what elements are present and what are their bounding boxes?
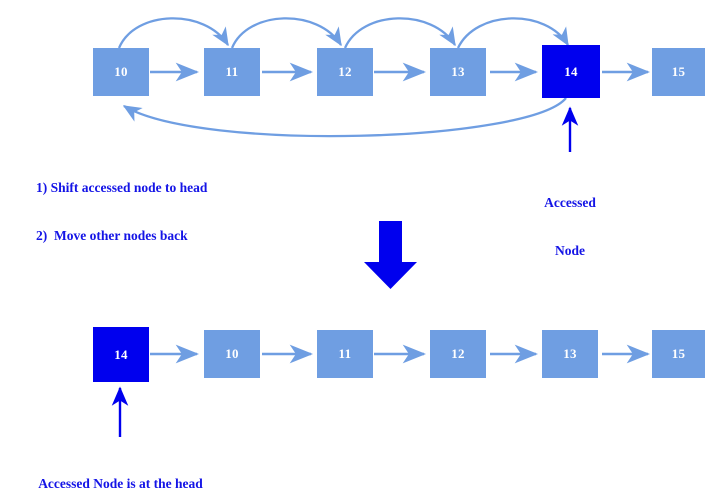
move-to-front-curve	[122, 97, 567, 138]
node-bottom-5[interactable]: 15	[652, 330, 705, 378]
result-caption: Accessed Node is at the head of the list	[18, 444, 223, 503]
node-top-2[interactable]: 12	[317, 48, 373, 96]
node-label: 14	[564, 63, 578, 79]
shift-back-curves	[117, 17, 569, 49]
node-label: 10	[225, 346, 239, 361]
node-top-4-accessed[interactable]: 14	[542, 45, 600, 98]
node-label: 13	[563, 346, 577, 361]
steps-caption: 1) Shift accessed node to head 2) Move o…	[36, 148, 266, 276]
node-top-3[interactable]: 13	[430, 48, 486, 96]
node-top-0[interactable]: 10	[93, 48, 149, 96]
transition-down-arrow	[364, 221, 417, 289]
accessed-node-caption: Accessed Node	[520, 163, 620, 291]
node-label: 11	[338, 346, 352, 361]
result-caption-line-1: Accessed Node is at the head	[38, 476, 203, 491]
node-label: 12	[451, 346, 465, 361]
node-bottom-4[interactable]: 13	[542, 330, 598, 378]
steps-caption-line-2: 2) Move other nodes back	[36, 228, 188, 243]
node-bottom-2[interactable]: 11	[317, 330, 373, 378]
node-label: 15	[671, 64, 686, 79]
node-label: 13	[451, 64, 465, 79]
node-label: 12	[338, 64, 352, 79]
accessed-node-caption-line-1: Accessed	[544, 195, 596, 210]
node-label: 15	[671, 346, 686, 361]
node-top-1[interactable]: 11	[204, 48, 260, 96]
node-bottom-3[interactable]: 12	[430, 330, 486, 378]
node-top-5[interactable]: 15	[652, 48, 705, 96]
node-label: 11	[225, 64, 239, 79]
steps-caption-line-1: 1) Shift accessed node to head	[36, 180, 208, 195]
node-bottom-1[interactable]: 10	[204, 330, 260, 378]
accessed-node-caption-line-2: Node	[555, 243, 585, 258]
node-bottom-0-accessed[interactable]: 14	[93, 327, 149, 382]
node-label: 10	[114, 64, 128, 79]
node-label: 14	[114, 346, 128, 362]
